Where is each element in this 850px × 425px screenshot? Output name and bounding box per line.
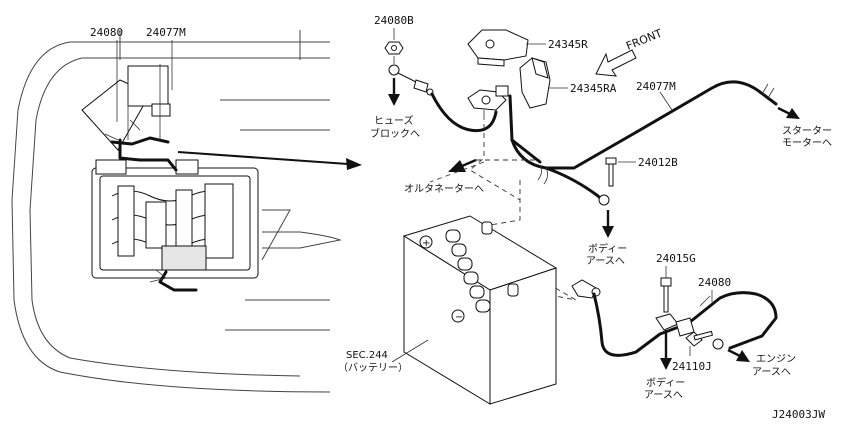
terminal-cover-24345R: 24345R <box>467 29 588 67</box>
terminal-cover-24345RA: 24345RA <box>519 57 617 109</box>
part-label-24012B: 24012B <box>638 156 678 169</box>
battery-cable-harness <box>430 80 778 202</box>
leader-24077M <box>659 91 673 111</box>
battery-tray-left <box>81 65 171 151</box>
fuse-block-label-1: ヒューズ <box>374 114 414 127</box>
alternator-label: オルタネーターへ <box>404 183 484 195</box>
part-label-24080B: 24080B <box>374 14 414 27</box>
front-arrow: FRONT <box>595 27 664 77</box>
part-label-24345R: 24345R <box>548 38 588 51</box>
body-earth-1-label-1: ボディー <box>588 242 627 255</box>
body-earth-direction-2: ボディー アースへ <box>644 330 685 401</box>
front-label: FRONT <box>624 27 664 53</box>
battery-leader <box>391 339 429 363</box>
part-label-24345RA: 24345RA <box>570 82 617 95</box>
wiring-harness-left <box>104 64 198 292</box>
part-label-24015G: 24015G <box>656 252 696 265</box>
bolt-24012B: 24012B <box>598 156 678 206</box>
fuse-ring-terminal <box>388 64 434 96</box>
bolt-24015G: 24015G <box>655 252 696 331</box>
part-label-24077M: 24077M <box>636 80 676 93</box>
fuse-block-direction: ヒューズ ブロックへ <box>370 78 420 140</box>
battery-section-label: SEC.244 <box>346 350 388 361</box>
alternator-direction: オルタネーターへ <box>404 158 540 195</box>
figure-code: J24003JW <box>772 408 825 421</box>
part-label-24080-left: 24080 <box>90 26 123 39</box>
svg-text:−: − <box>455 312 463 323</box>
fuse-block-label-2: ブロックへ <box>370 127 420 140</box>
nut-24080B: 24080B <box>374 14 414 64</box>
body-earth-2-label-1: ボディー <box>646 376 685 389</box>
battery: + − <box>402 215 558 405</box>
starter-direction: スターター モーターへ <box>777 106 832 149</box>
part-label-24110J: 24110J <box>672 360 712 373</box>
svg-text:+: + <box>422 238 430 249</box>
battery-name-label: （バッテリー） <box>338 362 408 374</box>
body-earth-1-label-2: アースへ <box>586 256 625 267</box>
leader-lines-left <box>116 40 173 122</box>
bolt-24110J: 24110J <box>672 330 714 373</box>
detail-pointer-arrow <box>177 151 362 170</box>
engine-ring-terminal <box>712 338 724 350</box>
battery-caps <box>445 229 491 313</box>
negative-cable <box>571 279 778 357</box>
starter-label-2: モーターへ <box>782 137 832 149</box>
engine-earth-direction: エンジン アースへ <box>727 348 796 378</box>
positive-terminal <box>467 85 509 120</box>
engine-earth-label-1: エンジン <box>756 354 796 365</box>
engine-block-left <box>91 159 259 279</box>
body-earth-2-label-2: アースへ <box>644 390 683 401</box>
body-earth-direction-1: ボディー アースへ <box>586 210 627 267</box>
vehicle-body-outline <box>11 30 342 393</box>
cable-break-marks <box>537 83 775 185</box>
part-label-24077M-left: 24077M <box>146 26 186 39</box>
engine-earth-label-2: アースへ <box>752 367 791 378</box>
part-label-24080: 24080 <box>698 276 731 289</box>
starter-label-1: スターター <box>782 125 832 137</box>
